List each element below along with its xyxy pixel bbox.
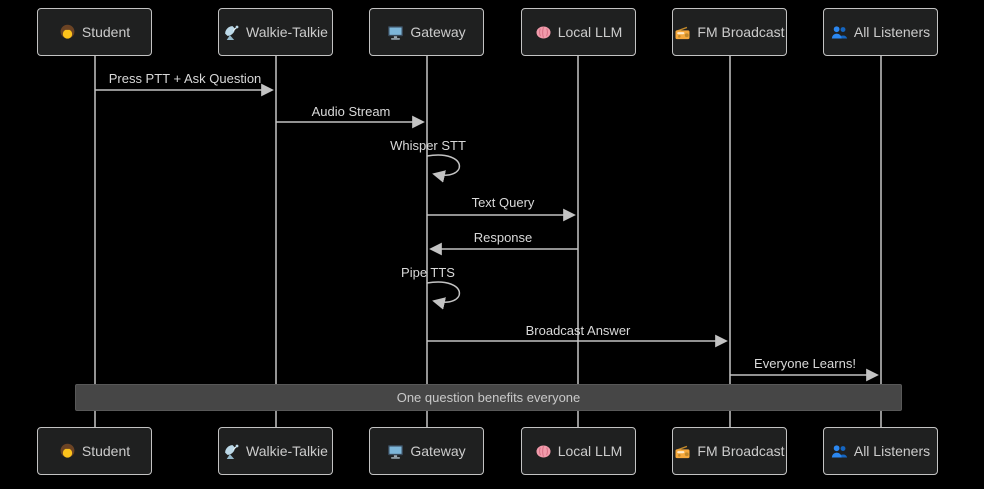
actor-label: Local LLM (557, 24, 623, 40)
actor-local-llm-bottom: Local LLM (521, 427, 636, 475)
message-label-broadcast-answer: Broadcast Answer (525, 323, 631, 338)
message-label-response: Response (473, 230, 533, 245)
actor-label: All Listeners (853, 24, 931, 40)
all-listeners-icon (831, 24, 848, 41)
actor-label: Local LLM (557, 443, 623, 459)
actor-label: Student (81, 443, 131, 459)
message-label-everyone-learns: Everyone Learns! (754, 356, 856, 371)
arrow-whisper-stt-loop (426, 154, 461, 183)
actor-walkie-talkie-top: Walkie-Talkie (218, 8, 333, 56)
arrow-pipe-tts-loop (426, 281, 461, 310)
actor-label: All Listeners (853, 443, 931, 459)
actor-label: FM Broadcast (697, 443, 785, 459)
local-llm-icon (535, 24, 552, 41)
message-label-audio-stream: Audio Stream (311, 104, 391, 119)
actor-student-top: Student (37, 8, 152, 56)
fm-broadcast-icon (674, 443, 691, 460)
actor-label: Gateway (410, 443, 466, 459)
walkie-talkie-icon (223, 24, 240, 41)
all-listeners-icon (831, 443, 848, 460)
actor-label: FM Broadcast (697, 24, 785, 40)
actor-label: Walkie-Talkie (246, 24, 328, 40)
walkie-talkie-icon (223, 443, 240, 460)
student-icon (59, 443, 76, 460)
actor-fm-broadcast-bottom: FM Broadcast (672, 427, 787, 475)
actor-label: Walkie-Talkie (246, 443, 328, 459)
gateway-icon (387, 24, 404, 41)
local-llm-icon (535, 443, 552, 460)
note-banner: One question benefits everyone (75, 384, 902, 411)
fm-broadcast-icon (674, 24, 691, 41)
student-icon (59, 24, 76, 41)
actor-all-listeners-bottom: All Listeners (823, 427, 938, 475)
actor-gateway-bottom: Gateway (369, 427, 484, 475)
message-label-press-ptt: Press PTT + Ask Question (108, 71, 262, 86)
actor-student-bottom: Student (37, 427, 152, 475)
message-label-text-query: Text Query (471, 195, 535, 210)
actor-fm-broadcast-top: FM Broadcast (672, 8, 787, 56)
actor-gateway-top: Gateway (369, 8, 484, 56)
gateway-icon (387, 443, 404, 460)
actor-label: Student (81, 24, 131, 40)
message-label-whisper-stt: Whisper STT (390, 138, 466, 153)
actor-all-listeners-top: All Listeners (823, 8, 938, 56)
actor-local-llm-top: Local LLM (521, 8, 636, 56)
actor-walkie-talkie-bottom: Walkie-Talkie (218, 427, 333, 475)
actor-label: Gateway (410, 24, 466, 40)
message-label-pipe-tts: Pipe TTS (401, 265, 455, 280)
